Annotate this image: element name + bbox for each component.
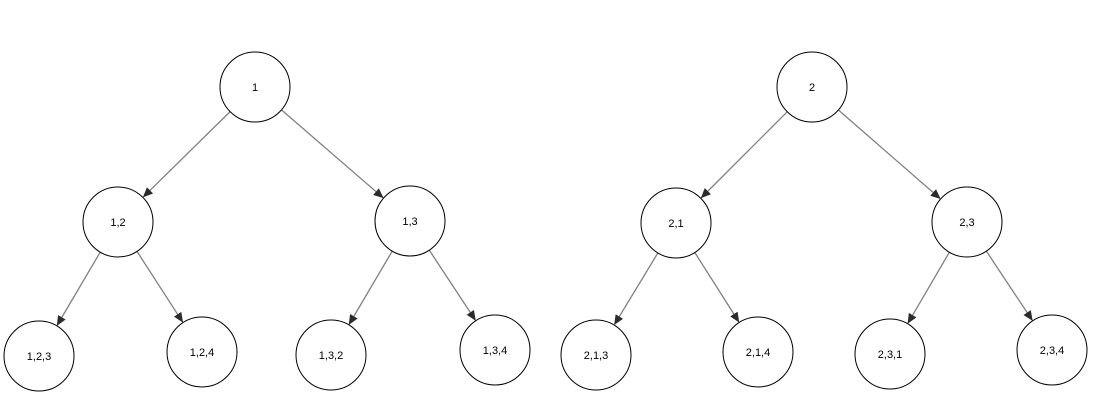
tree-node-1,3: 1,3 bbox=[374, 185, 446, 257]
node-circle bbox=[82, 186, 154, 258]
tree-node-2,3,4: 2,3,4 bbox=[1016, 314, 1088, 386]
node-label: 2 bbox=[809, 82, 815, 94]
tree-node-1: 1 bbox=[219, 51, 291, 123]
node-label: 1,2,4 bbox=[190, 347, 214, 359]
tree-node-2,3: 2,3 bbox=[931, 186, 1003, 258]
tree-node-1,2,4: 1,2,4 bbox=[166, 316, 238, 388]
tree-node-1,2,3: 1,2,3 bbox=[3, 320, 75, 392]
node-circle bbox=[295, 319, 367, 391]
node-label: 2,3,1 bbox=[878, 349, 902, 361]
edge-2,1-to-2,1,3 bbox=[614, 252, 659, 326]
node-label: 1,3,4 bbox=[483, 345, 507, 357]
tree-node-1,2: 1,2 bbox=[82, 186, 154, 258]
node-circle bbox=[1016, 314, 1088, 386]
node-circle bbox=[219, 51, 291, 123]
node-circle bbox=[3, 320, 75, 392]
edge-1,3-to-1,3,2 bbox=[348, 250, 393, 325]
node-label: 2,3 bbox=[959, 217, 974, 229]
edge-2,1-to-2,1,4 bbox=[694, 252, 740, 323]
node-circle bbox=[166, 316, 238, 388]
tree-node-2: 2 bbox=[776, 51, 848, 123]
edge-1-to-1,2 bbox=[142, 111, 231, 198]
node-circle bbox=[776, 51, 848, 123]
node-label: 1,3 bbox=[402, 216, 417, 228]
node-circle bbox=[459, 314, 531, 386]
edge-2,3-to-2,3,4 bbox=[985, 250, 1033, 321]
node-label: 1,2,3 bbox=[27, 351, 51, 363]
node-circle bbox=[722, 316, 794, 388]
edge-1,2-to-1,2,3 bbox=[56, 251, 101, 326]
tree-node-2,1,3: 2,1,3 bbox=[560, 319, 632, 391]
node-circle bbox=[374, 185, 446, 257]
edge-2-to-2,3 bbox=[837, 109, 941, 200]
node-circle bbox=[854, 318, 926, 390]
node-circle bbox=[640, 187, 712, 259]
node-label: 1 bbox=[252, 82, 258, 94]
edge-2-to-2,1 bbox=[700, 111, 788, 199]
node-label: 1,2 bbox=[110, 217, 125, 229]
tree-node-1,3,4: 1,3,4 bbox=[459, 314, 531, 386]
tree-node-2,1: 2,1 bbox=[640, 187, 712, 259]
tree-node-2,3,1: 2,3,1 bbox=[854, 318, 926, 390]
node-label: 2,1 bbox=[668, 218, 683, 230]
node-label: 2,1,4 bbox=[746, 347, 770, 359]
tree-2: 2 2,1 2,3 2,1,3 2,1,4 2,3,1 2,3,4 bbox=[560, 51, 1088, 391]
node-circle bbox=[931, 186, 1003, 258]
edge-1,3-to-1,3,4 bbox=[428, 249, 476, 321]
node-label: 2,3,4 bbox=[1040, 345, 1064, 357]
node-label: 1,3,2 bbox=[319, 350, 343, 362]
edge-1,2-to-1,2,4 bbox=[136, 251, 184, 323]
tree-1: 1 1,2 1,3 1,2,3 1,2,4 1,3,2 1,3,4 bbox=[3, 51, 531, 392]
tree-node-2,1,4: 2,1,4 bbox=[722, 316, 794, 388]
node-circle bbox=[560, 319, 632, 391]
node-label: 2,1,3 bbox=[584, 350, 608, 362]
edge-1-to-1,3 bbox=[281, 109, 384, 199]
tree-node-1,3,2: 1,3,2 bbox=[295, 319, 367, 391]
edge-2,3-to-2,3,1 bbox=[907, 251, 950, 324]
